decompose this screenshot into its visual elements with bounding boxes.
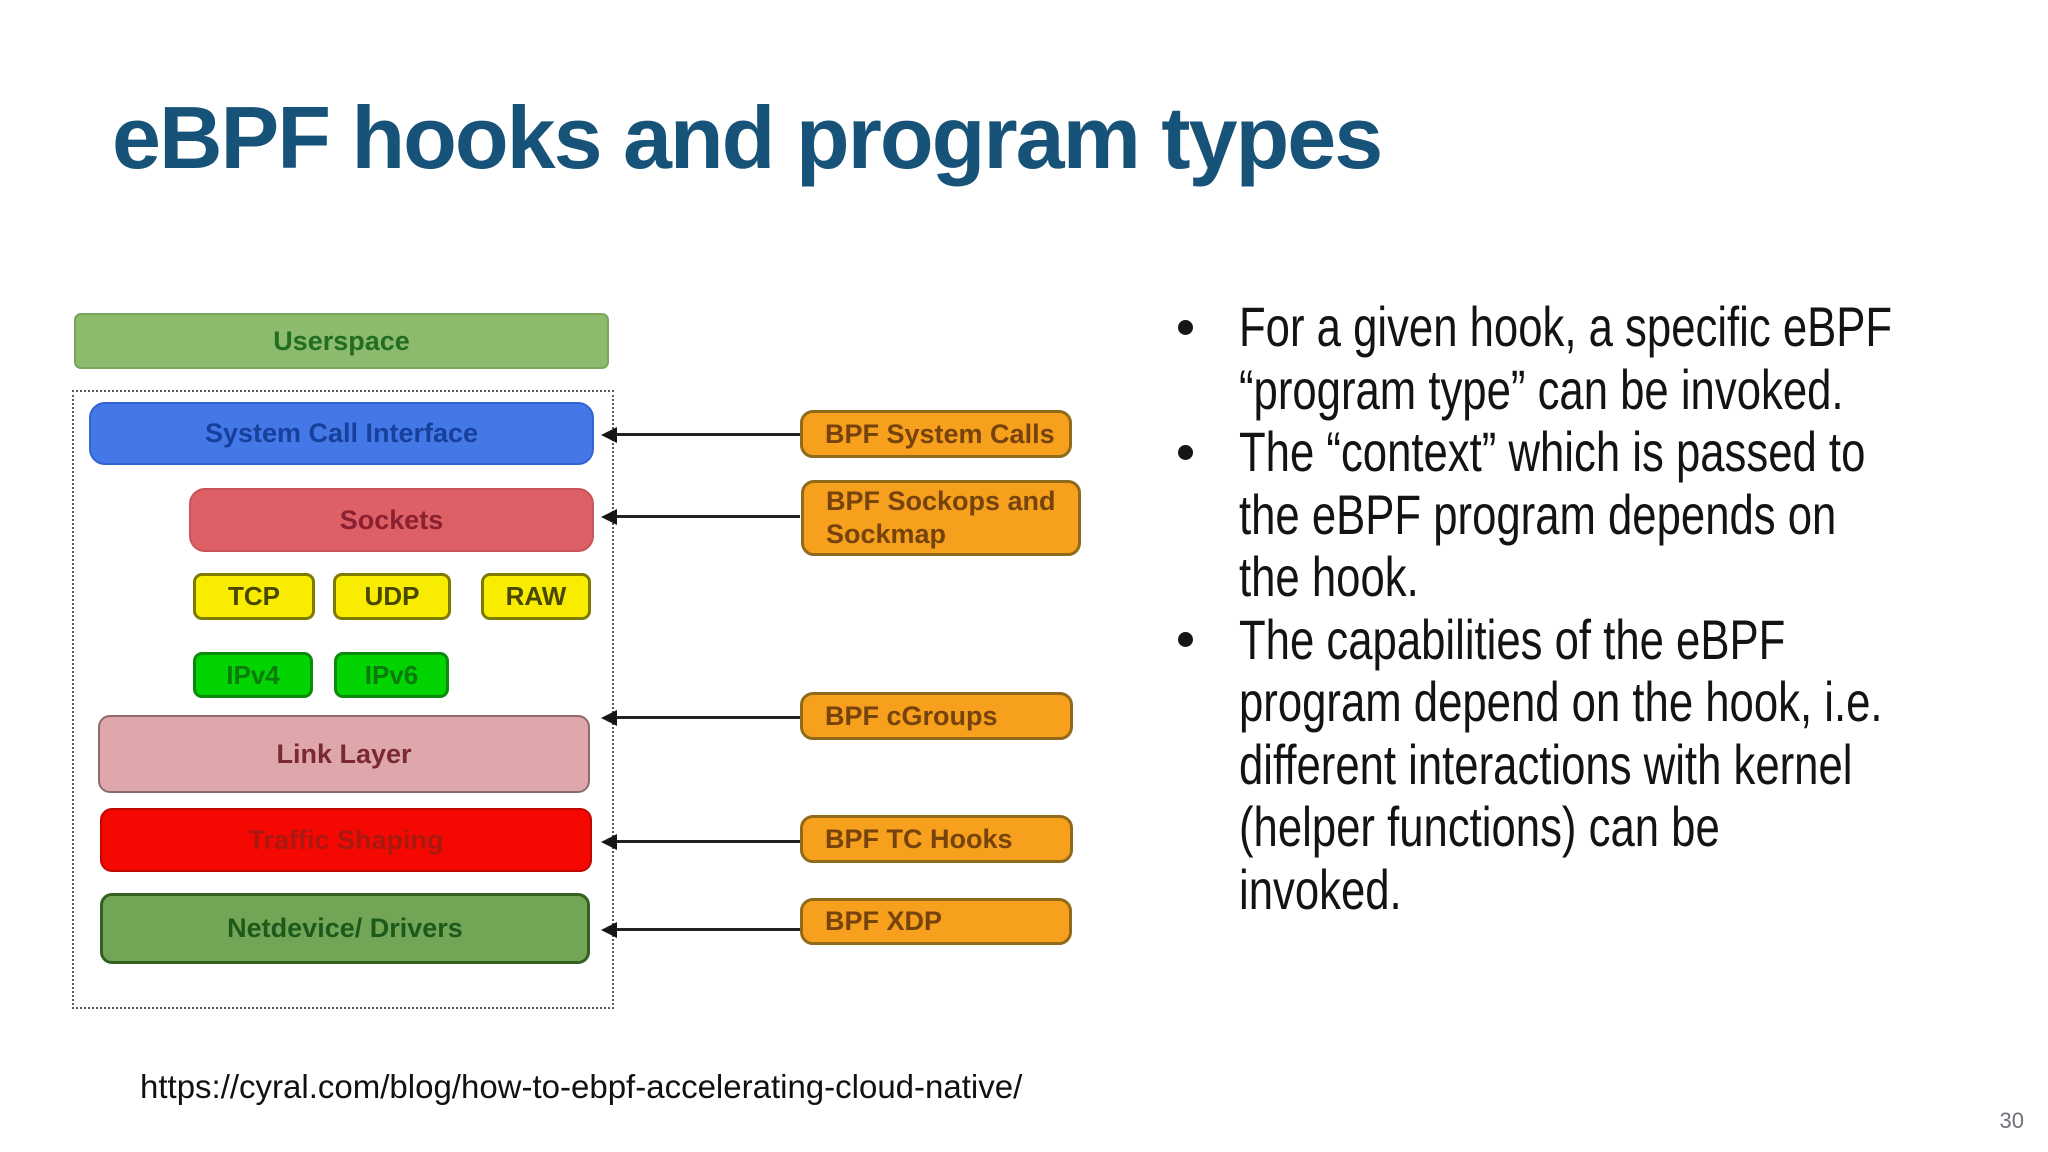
hook-label-line: Sockmap (826, 519, 947, 549)
diagram-box-sockets: Sockets (189, 488, 594, 552)
bullet-line: For a given hook, a specific eBPF (1239, 295, 1893, 358)
diagram-box-userspace: Userspace (74, 313, 609, 369)
page-title: eBPF hooks and program types (112, 88, 1383, 187)
diagram-box-netdevice-drivers: Netdevice/ Drivers (100, 893, 590, 964)
kernel-boundary-dashed-box (72, 390, 614, 1009)
arrow-xdp-to-netdevice (601, 922, 800, 938)
diagram-box-udp: UDP (333, 573, 451, 620)
arrow-sockops-to-sockets (601, 509, 800, 525)
hook-label: BPF TC Hooks (825, 823, 1013, 854)
hook-label-line: BPF Sockops and (826, 486, 1056, 516)
arrowhead-left-icon (601, 834, 617, 850)
bullet-dot-icon (1178, 320, 1193, 335)
diagram-box-raw: RAW (481, 573, 591, 620)
arrowhead-left-icon (601, 922, 617, 938)
arrow-tc-to-traffic-shaping (601, 834, 800, 850)
bullet-dot-icon (1178, 445, 1193, 460)
hook-box-bpf-sockops-sockmap: BPF Sockops and Sockmap (801, 480, 1081, 556)
arrowhead-left-icon (601, 710, 617, 726)
bullet-dot-icon (1178, 632, 1193, 647)
bullet-line: the eBPF program depends on (1239, 482, 1837, 546)
diagram-box-ipv6: IPv6 (334, 652, 449, 698)
hook-label: BPF System Calls (825, 418, 1055, 449)
bullet-line: The “context” which is passed to (1239, 420, 1866, 483)
page-number: 30 (1999, 1108, 2024, 1133)
bullet-line: the hook. (1239, 545, 1419, 608)
bullet-list: For a given hook, a specific eBPF “progr… (1239, 295, 1893, 921)
bullet-line: invoked. (1239, 857, 1402, 921)
diagram-box-ipv4: IPv4 (193, 652, 313, 698)
source-url: https://cyral.com/blog/how-to-ebpf-accel… (140, 1068, 1023, 1105)
bullet-line: (helper functions) can be (1239, 795, 1720, 858)
diagram-box-system-call-interface: System Call Interface (89, 402, 594, 465)
bullet-line: “program type” can be invoked. (1239, 357, 1844, 421)
bullet-line: different interactions with kernel (1239, 732, 1853, 796)
arrowhead-left-icon (601, 427, 617, 443)
hook-box-bpf-system-calls: BPF System Calls (800, 410, 1072, 458)
arrowhead-left-icon (601, 509, 617, 525)
diagram-box-link-layer: Link Layer (98, 715, 590, 793)
arrow-cgroups-to-linklayer (601, 710, 800, 726)
hook-box-bpf-tc-hooks: BPF TC Hooks (800, 815, 1073, 863)
diagram-box-tcp: TCP (193, 573, 315, 620)
bullet-line: The capabilities of the eBPF (1239, 607, 1786, 671)
bullet-line: program depend on the hook, i.e. (1239, 670, 1883, 733)
hook-box-bpf-xdp: BPF XDP (800, 898, 1072, 945)
hook-box-bpf-cgroups: BPF cGroups (800, 692, 1073, 740)
diagram-box-traffic-shaping: Traffic Shaping (100, 808, 592, 872)
hook-label: BPF XDP (825, 906, 943, 936)
arrow-syscalls-to-sci (601, 427, 800, 443)
hook-label: BPF cGroups (825, 700, 998, 731)
